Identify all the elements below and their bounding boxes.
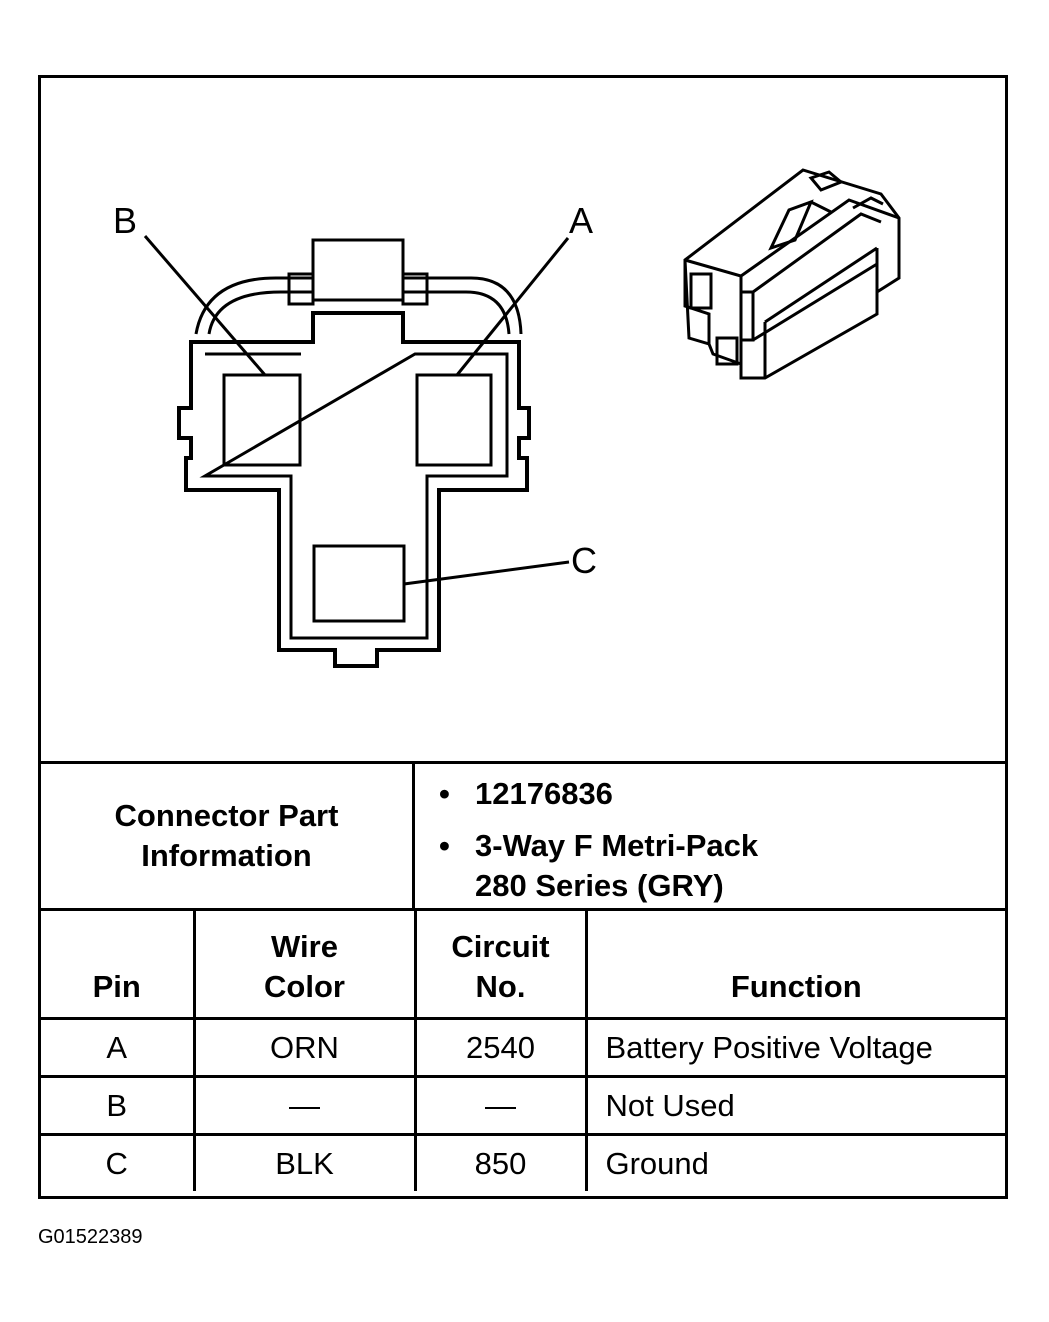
cavity-a [415, 373, 493, 467]
connector-part-number: • 12176836 [439, 774, 613, 814]
diagram-frame: B A C Connector Part Information [38, 75, 1008, 1199]
bullet: • [439, 828, 450, 863]
leader-c [403, 560, 570, 586]
function-cell: Ground [584, 1133, 1005, 1191]
table-row: B — — Not Used [41, 1075, 1005, 1136]
wire-color-cell: BLK [192, 1133, 417, 1191]
connector-type-text: 3-Way F Metri-Pack [475, 828, 759, 863]
connector-series: 280 Series (GRY) [475, 866, 724, 906]
header-function: Function [584, 911, 1005, 1020]
pin-label-c: C [571, 540, 597, 581]
wire-color-cell: — [192, 1075, 417, 1136]
pin-label-a: A [569, 200, 593, 241]
pin-label-b: B [113, 200, 137, 241]
leader-b [143, 235, 267, 376]
pin-cell: A [41, 1017, 196, 1078]
pin-cell: B [41, 1075, 196, 1136]
connector-face [143, 235, 570, 668]
bullet: • [439, 776, 450, 811]
table-row: C BLK 850 Ground [41, 1133, 1005, 1191]
circuit-cell: — [413, 1075, 588, 1136]
connector-info-values: • 12176836 • 3-Way F Metri-Pack 280 Seri… [415, 764, 1005, 908]
pin-cell: C [41, 1133, 196, 1191]
part-number-text: 12176836 [475, 776, 613, 811]
wire-color-cell: ORN [192, 1017, 417, 1078]
connector-info-row: Connector Part Information • 12176836 • … [41, 761, 1005, 911]
leader-a [455, 237, 570, 376]
table-row: A ORN 2540 Battery Positive Voltage [41, 1017, 1005, 1078]
cavity-c [312, 544, 406, 623]
connector-info-label: Connector Part Information [114, 798, 339, 873]
cavity-b [222, 373, 302, 467]
connector-info-label-cell: Connector Part Information [41, 764, 415, 908]
function-cell: Not Used [584, 1075, 1005, 1136]
header-pin: Pin [41, 911, 196, 1020]
figure-id: G01522389 [38, 1226, 143, 1248]
connector-drawing: B A C [113, 168, 901, 668]
connector-type: • 3-Way F Metri-Pack [439, 826, 759, 866]
circuit-cell: 2540 [413, 1017, 588, 1078]
circuit-cell: 850 [413, 1133, 588, 1191]
connector-3d-view [683, 168, 901, 380]
function-cell: Battery Positive Voltage [584, 1017, 1005, 1078]
connector-series-text: 280 Series (GRY) [475, 868, 724, 903]
